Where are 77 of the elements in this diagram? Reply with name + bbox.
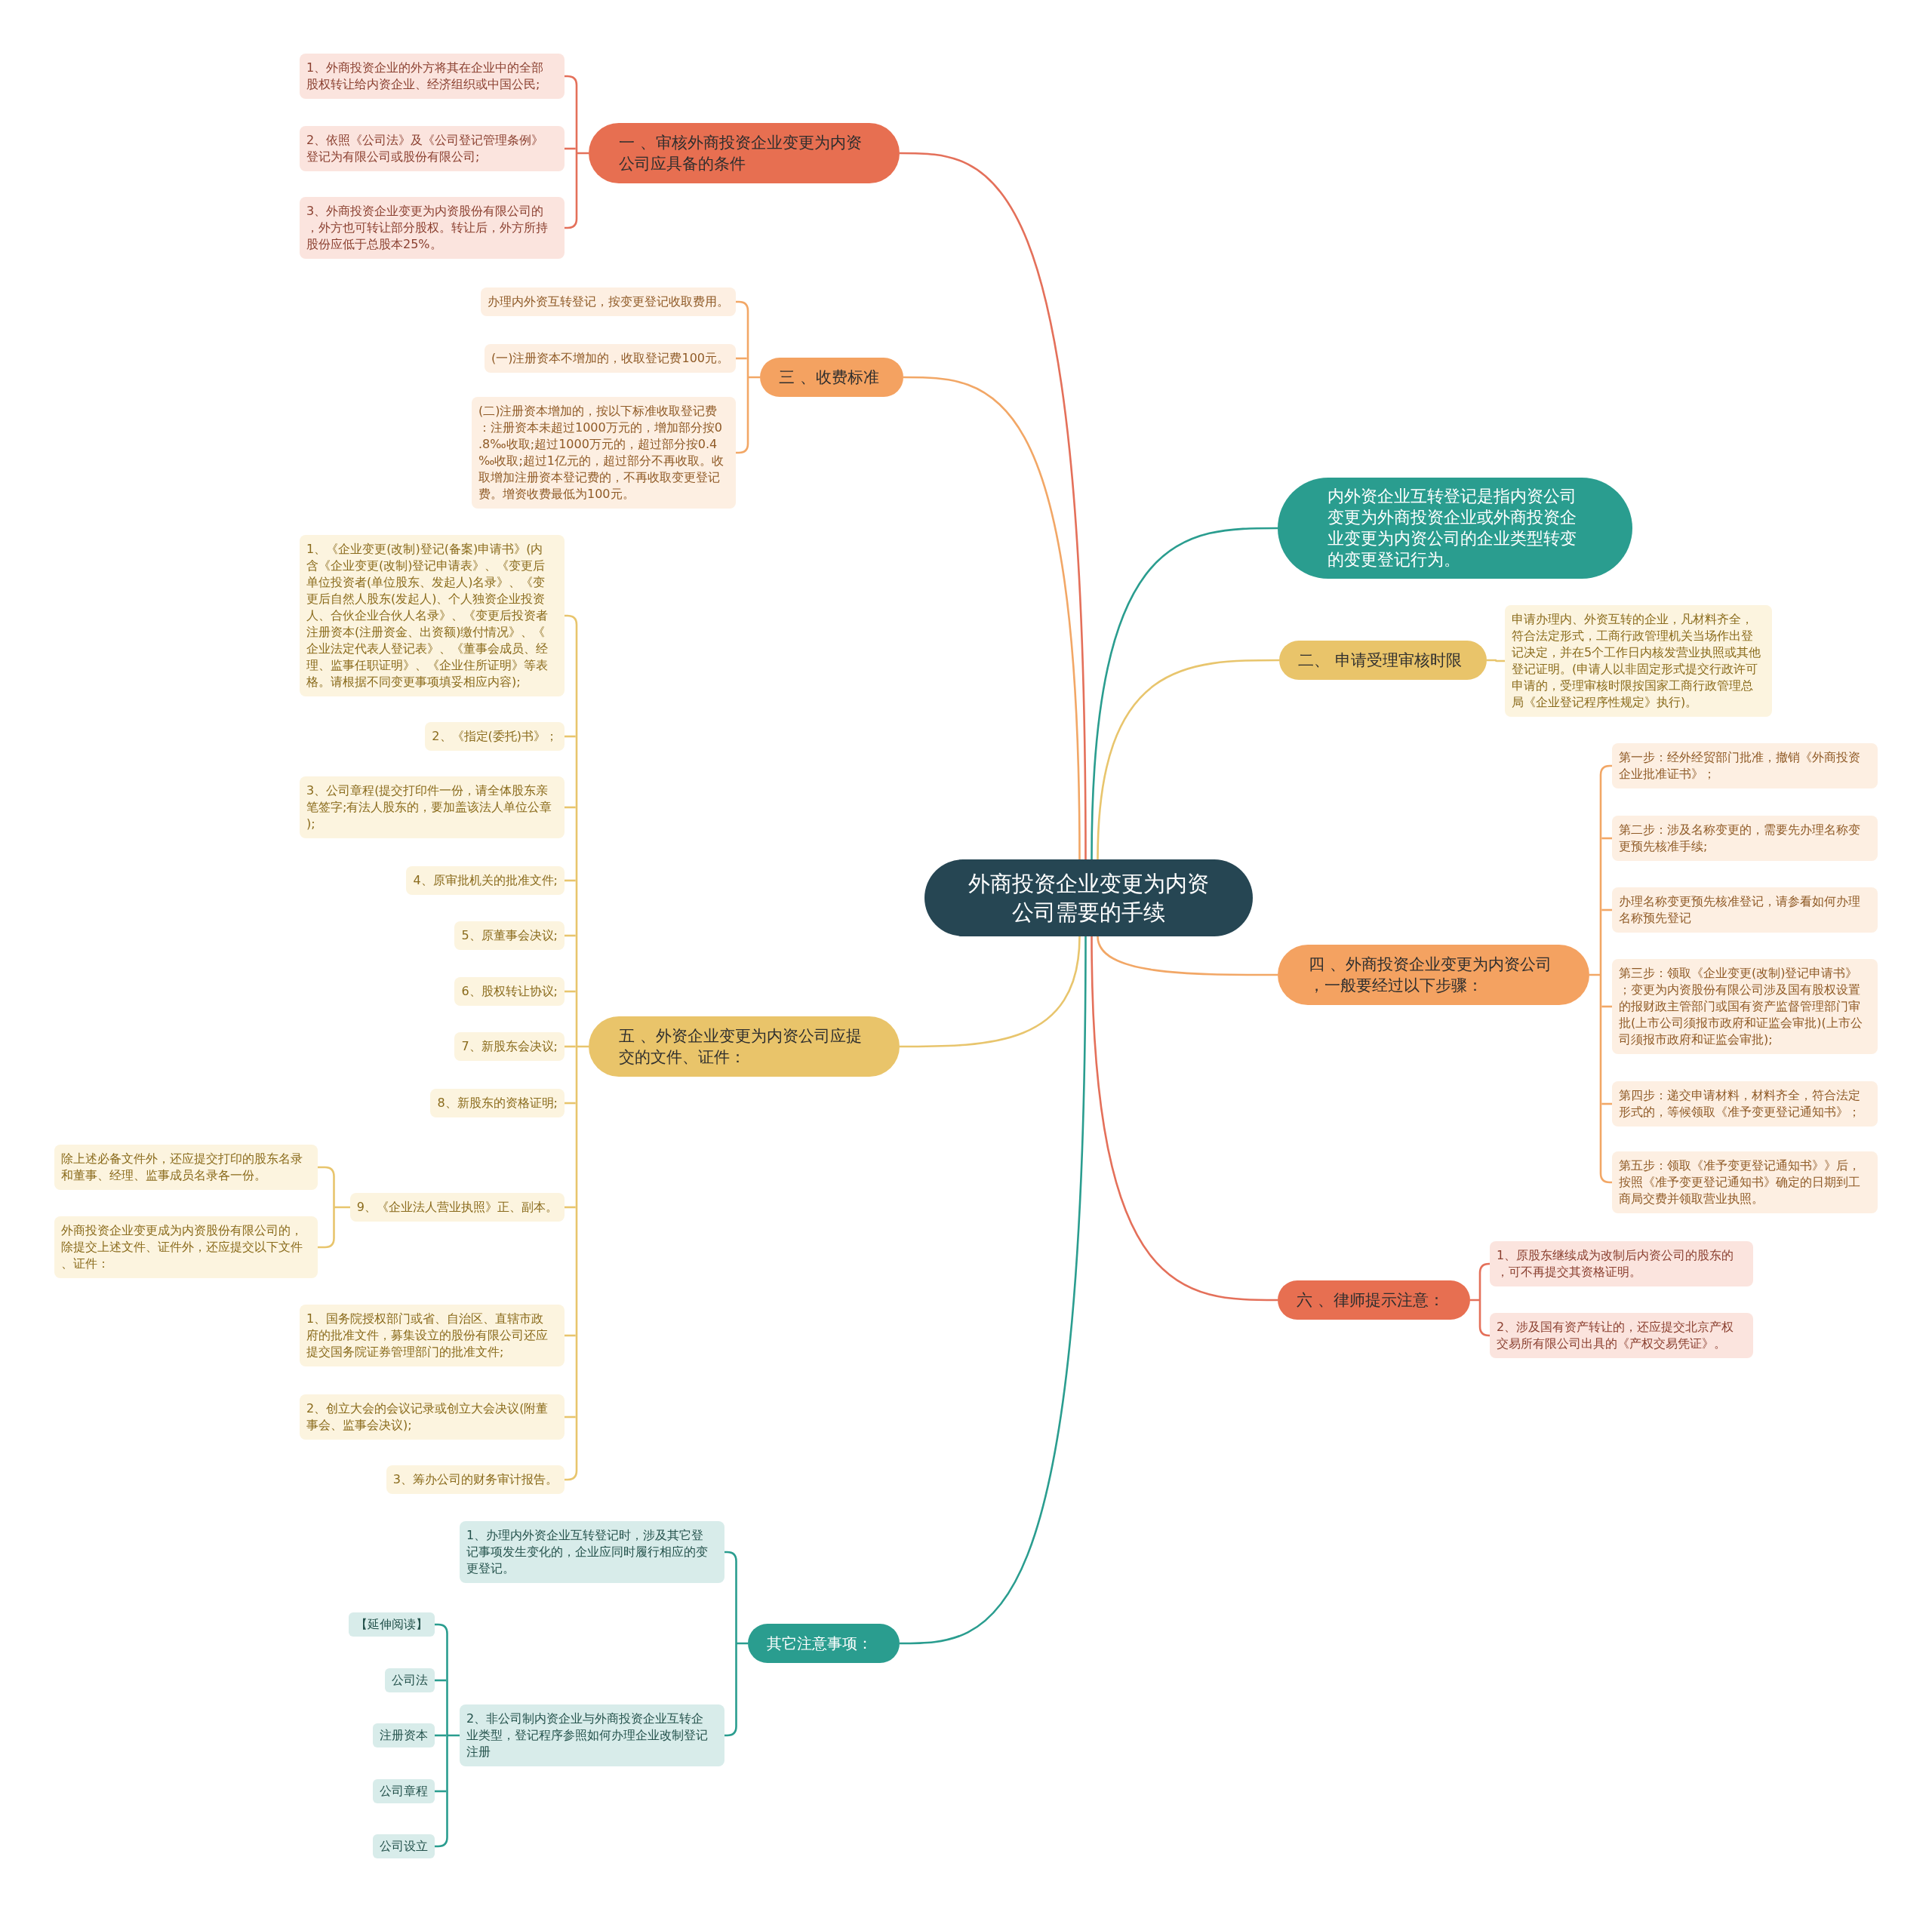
connector-line (565, 75, 578, 86)
connector-line (565, 218, 578, 229)
tag-box: 【延伸阅读】 (349, 1612, 435, 1637)
connector-line (900, 936, 1081, 1048)
branch-topic-pill: 二、 申请受理审核时限 (1279, 641, 1487, 680)
branch-topic-pill: 三 、收费标准 (760, 358, 903, 397)
note-box: 2、依照《公司法》及《公司登记管理条例》登记为有限公司或股份有限公司; (300, 126, 565, 171)
connector-line (565, 1470, 578, 1481)
connector-line (575, 623, 590, 1472)
branch-topic-pill: 五 、外资企业变更为内资公司应提交的文件、证件： (589, 1016, 900, 1077)
note-box: 7、新股东会决议; (454, 1032, 565, 1061)
connector-line (435, 1837, 448, 1848)
note-box: 6、股权转让协议; (454, 977, 565, 1006)
tag-box: 注册资本 (373, 1723, 435, 1747)
note-box: 5、原董事会决议; (454, 921, 565, 950)
connector-line (435, 1623, 448, 1634)
connector-line (736, 443, 749, 454)
connector-line (724, 1551, 737, 1562)
note-box: 第三步：领取《企业变更(改制)登记申请书》；变更为内资股份有限公司涉及国有股权设置的报财政主管部门或国有资产监督管理部门审批(上市公司须报市政府和证监会审批)(上市公司须报市政府和证监会审批); (1612, 959, 1878, 1054)
connector-line (1097, 659, 1279, 860)
connector-line (1487, 659, 1505, 662)
note-box: 1、《企业变更(改制)登记(备案)申请书》(内含《企业变更(改制)登记申请表》、《变更后单位投资者(单位股东、发起人)名录》、《变更后自然人股东(发起人)、个人独资企业投资人、合伙企业合伙人名录》、《变更后投资者注册资本(注册资金、出资额)缴付情况》、《企业法定代表人登记表》、《董事会成员、经理、监事任职证明》、《企业住所证明》等表格。请根据不同变更事项填妥相应内容); (300, 535, 565, 696)
connector-line (1097, 936, 1278, 976)
note-box: 3、外商投资企业变更为内资股份有限公司的，外方也可转让部分股权。转让后，外方所持股份应低于总股本25%。 (300, 197, 565, 259)
connector-line (746, 309, 761, 445)
connector-line (1478, 1262, 1491, 1274)
note-box: 办理内外资互转登记，按变更登记收取费用。 (481, 287, 736, 316)
note-box: 3、筹办公司的财务审计报告。 (386, 1465, 565, 1494)
connector-line (724, 1726, 737, 1737)
connector-line (1469, 1271, 1481, 1328)
tag-box: 公司章程 (373, 1779, 435, 1803)
connector-line (736, 300, 749, 312)
note-box: 9、《企业法人营业执照》正、副本。 (349, 1193, 565, 1222)
central-topic-pill: 外商投资企业变更为内资公司需要的手续 (924, 859, 1253, 936)
connector-line (565, 614, 578, 626)
connector-line (899, 152, 1087, 859)
branch-topic-pill: 其它注意事项： (748, 1624, 900, 1663)
note-box: 2、涉及国有资产转让的，还应提交北京产权交易所有限公司出具的《产权交易凭证》。 (1490, 1313, 1753, 1358)
connector-line (899, 936, 1087, 1645)
note-box: 外商投资企业变更成为内资股份有限公司的，除提交上述文件、证件外，还应提交以下文件、证件： (54, 1216, 318, 1278)
note-box: 1、办理内外资企业互转登记时，涉及其它登记事项发生变化的，企业应同时履行相应的变更登记。 (460, 1521, 724, 1583)
note-box: (一)注册资本不增加的，收取登记费100元。 (484, 344, 736, 373)
tag-box: 公司设立 (373, 1834, 435, 1858)
branch-topic-pill: 内外资企业互转登记是指内资公司变更为外商投资企业或外商投资企业变更为内资公司的企业类型转变的变更登记行为。 (1278, 478, 1632, 579)
connector-line (1599, 1173, 1612, 1184)
note-box: 第一步：经外经贸部门批准，撤销《外商投资企业批准证书》； (1612, 743, 1878, 788)
note-box: 2、《指定(委托)书》； (425, 722, 565, 751)
note-box: 3、公司章程(提交打印件一份，请全体股东亲笔签字;有法人股东的，要加盖该法人单位公章); (300, 776, 565, 838)
tag-box: 公司法 (385, 1668, 435, 1692)
note-box: 除上述必备文件外，还应提交打印的股东名录和董事、经理、监事成员名录各一份。 (54, 1145, 318, 1190)
note-box: 1、外商投资企业的外方将其在企业中的全部股权转让给内资企业、经济组织或中国公民; (300, 54, 565, 99)
note-box: (二)注册资本增加的，按以下标准收取登记费：注册资本未超过1000万元的，增加部分按0.8‰收取;超过1000万元的，超过部分按0.4‰收取;超过1亿元的，超过部分不再收取。收取增加注册资本登记费的，不再收取变更登记费。增资收费最低为100元。 (472, 397, 736, 509)
connector-line (1588, 773, 1602, 1175)
note-box: 4、原审批机关的批准文件; (406, 866, 565, 895)
note-box: 1、原股东继续成为改制后内资公司的股东的，可不再提交其资格证明。 (1490, 1241, 1753, 1286)
note-box: 8、新股东的资格证明; (430, 1089, 565, 1117)
connector-line (446, 1632, 461, 1839)
note-box: 第二步：涉及名称变更的，需要先办理名称变更预先核准手续; (1612, 816, 1878, 861)
connector-line (735, 1560, 749, 1728)
connector-line (1478, 1326, 1491, 1337)
note-box: 第四步：递交申请材料，材料齐全，符合法定形式的，等候领取《准予变更登记通知书》； (1612, 1081, 1878, 1127)
note-box: 1、国务院授权部门或省、自治区、直辖市政府的批准文件，募集设立的股份有限公司还应提交国务院证券管理部门的批准文件; (300, 1305, 565, 1366)
connector-line (1091, 527, 1278, 860)
branch-topic-pill: 四 、外商投资企业变更为内资公司，一般要经过以下步骤： (1278, 945, 1589, 1005)
connector-line (318, 1237, 335, 1249)
note-box: 第五步：领取《准予变更登记通知书》》后，按照《准予变更登记通知书》确定的日期到工商局交费并领取营业执照。 (1612, 1151, 1878, 1213)
connector-line (1091, 936, 1278, 1302)
branch-topic-pill: 六 、律师提示注意： (1278, 1280, 1470, 1320)
connector-line (903, 376, 1081, 860)
note-box: 2、非公司制内资企业与外商投资企业互转企业类型，登记程序参照如何办理企业改制登记注册 (460, 1704, 724, 1766)
connector-line (318, 1166, 335, 1177)
branch-topic-pill: 一 、审核外商投资企业变更为内资公司应具备的条件 (589, 123, 900, 183)
note-box: 2、创立大会的会议记录或创立大会决议(附董事会、监事会决议); (300, 1394, 565, 1440)
note-box: 办理名称变更预先核准登记，请参看如何办理名称预先登记 (1612, 887, 1878, 933)
connector-line (1599, 764, 1612, 776)
note-box: 申请办理内、外资互转的企业，凡材料齐全，符合法定形式，工商行政管理机关当场作出登记决定，并在5个工作日内核发营业执照或其他登记证明。(申请人以非固定形式提交行政许可申请的，受理审核时限按国家工商行政管理总局《企业登记程序性规定》执行)。 (1505, 605, 1772, 717)
connector-line (575, 84, 590, 220)
